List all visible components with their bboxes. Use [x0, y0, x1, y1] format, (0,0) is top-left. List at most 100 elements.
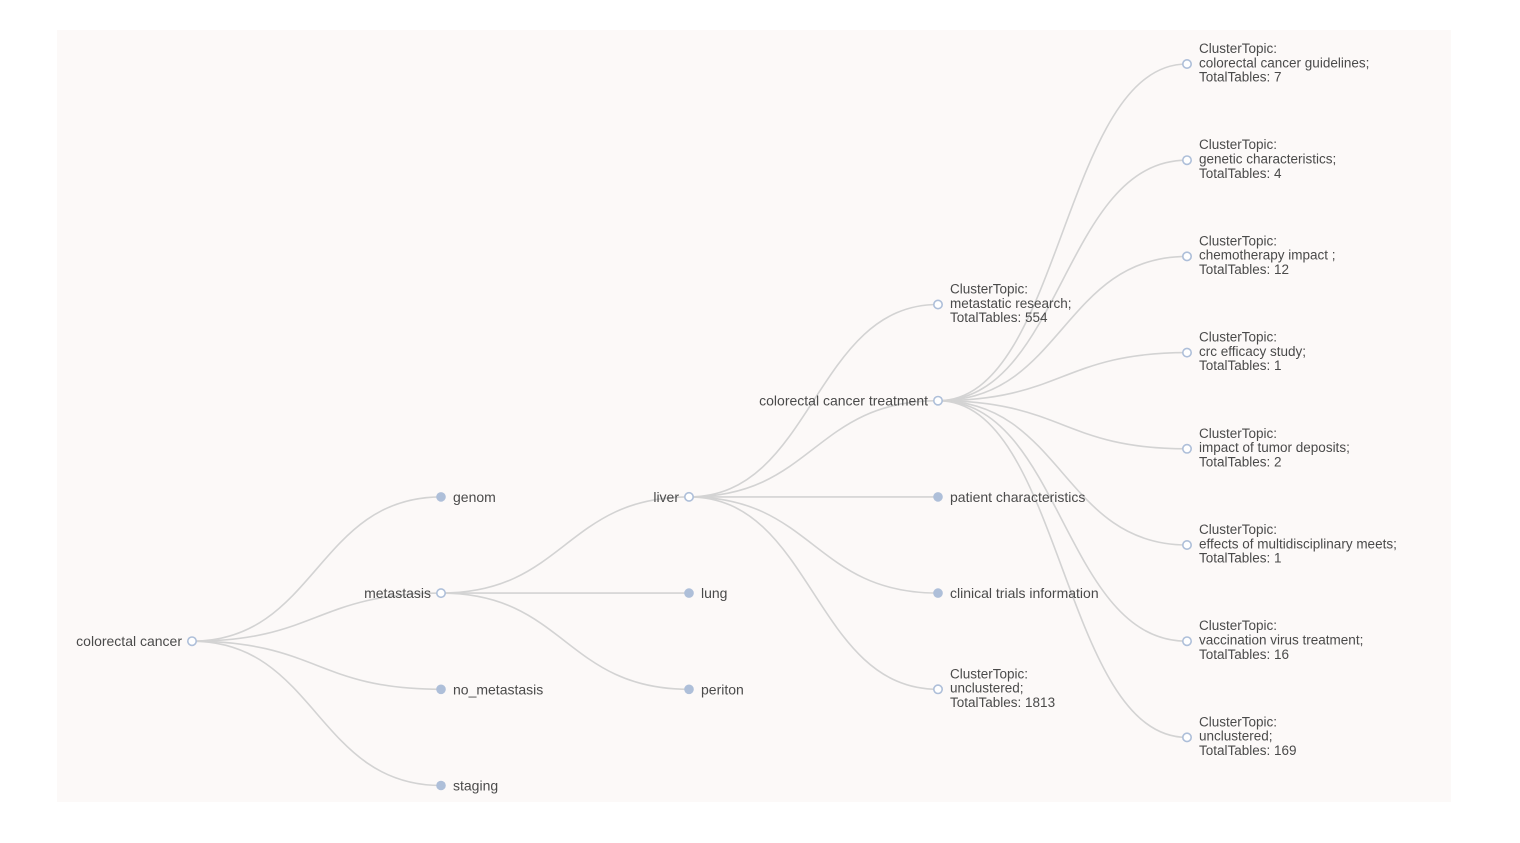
node-expanded-marker[interactable]	[435, 588, 446, 599]
node-label-line: ClusterTopic:	[1199, 618, 1277, 633]
tree-link	[191, 496, 442, 642]
node-label-line: ClusterTopic:	[1199, 522, 1277, 537]
node-label-line: TotalTables: 1	[1199, 551, 1282, 566]
tree-node[interactable]: ClusterTopic:unclustered;TotalTables: 18…	[932, 666, 1055, 710]
node-expanded-marker[interactable]	[1182, 539, 1193, 550]
node-label-line: TotalTables: 16	[1199, 647, 1289, 662]
tree-node[interactable]: clinical trials information	[933, 585, 1099, 601]
tree-node[interactable]: periton	[684, 681, 744, 697]
node-collapsed-marker[interactable]	[436, 684, 446, 695]
node-collapsed-marker[interactable]	[436, 492, 446, 502]
node-label-line: chemotherapy impact ;	[1199, 248, 1336, 263]
node-expanded-marker[interactable]	[932, 684, 943, 695]
tree-node[interactable]: colorectal cancer treatment	[759, 393, 943, 409]
tree-node[interactable]: colorectal cancer	[76, 633, 198, 649]
node-expanded-marker[interactable]	[1182, 347, 1193, 358]
node-label-line: ClusterTopic:	[1199, 137, 1277, 152]
node-collapsed-marker[interactable]	[684, 588, 694, 598]
tree-node[interactable]: ClusterTopic:genetic characteristics;Tot…	[1182, 137, 1337, 181]
tree-node[interactable]: ClusterTopic:impact of tumor deposits;To…	[1182, 426, 1350, 470]
tree-link	[937, 399, 1188, 450]
node-expanded-marker[interactable]	[683, 491, 694, 502]
node-label-line: ClusterTopic:	[1199, 233, 1277, 248]
node-label: lung	[701, 585, 727, 601]
node-expanded-marker[interactable]	[932, 395, 943, 406]
node-label-line: crc efficacy study;	[1199, 344, 1306, 359]
node-label-line: ClusterTopic:	[950, 282, 1028, 297]
node-expanded-marker[interactable]	[1182, 155, 1193, 166]
tree-node[interactable]: genom	[436, 489, 496, 505]
tree-link	[688, 399, 939, 498]
node-label-line: colorectal cancer guidelines;	[1199, 55, 1369, 70]
tree-link	[937, 399, 1188, 739]
node-label: patient characteristics	[950, 489, 1085, 505]
node-label-line: TotalTables: 1813	[950, 695, 1055, 710]
node-label-line: unclustered;	[950, 681, 1024, 696]
node-label: genom	[453, 489, 496, 505]
node-expanded-marker[interactable]	[1182, 732, 1193, 743]
node-expanded-marker[interactable]	[932, 299, 943, 310]
tree-link	[937, 351, 1188, 402]
node-collapsed-marker[interactable]	[436, 780, 446, 791]
tree-link	[191, 640, 442, 787]
tree-panel	[57, 30, 1451, 802]
node-collapsed-marker[interactable]	[933, 588, 943, 598]
node-label: colorectal cancer treatment	[759, 393, 928, 409]
tree-link	[937, 159, 1188, 402]
links	[191, 63, 1188, 787]
node-expanded-marker[interactable]	[187, 636, 198, 647]
node-label-line: impact of tumor deposits;	[1199, 440, 1350, 455]
node-label-line: TotalTables: 2	[1199, 454, 1282, 469]
tree-node[interactable]: no_metastasis	[436, 681, 543, 697]
tree-link	[937, 255, 1188, 402]
tree-node[interactable]: patient characteristics	[933, 489, 1085, 505]
tree-link	[688, 496, 939, 594]
node-label-line: metastatic research;	[950, 296, 1072, 311]
tree-node[interactable]: ClusterTopic:unclustered;TotalTables: 16…	[1182, 714, 1297, 758]
node-label-line: unclustered;	[1199, 729, 1273, 744]
tree-link	[937, 63, 1188, 402]
node-expanded-marker[interactable]	[1182, 636, 1193, 647]
node-label-line: TotalTables: 1	[1199, 358, 1282, 373]
tree-node[interactable]: ClusterTopic:colorectal cancer guideline…	[1182, 41, 1370, 85]
tree-node[interactable]: ClusterTopic:metastatic research;TotalTa…	[932, 282, 1072, 326]
tree-link	[937, 399, 1188, 642]
node-expanded-marker[interactable]	[1182, 251, 1193, 262]
node-label-line: TotalTables: 7	[1199, 70, 1282, 85]
node-label-line: ClusterTopic:	[1199, 330, 1277, 345]
tree-node[interactable]: ClusterTopic:vaccination virus treatment…	[1182, 618, 1364, 662]
node-label-line: TotalTables: 12	[1199, 262, 1289, 277]
node-expanded-marker[interactable]	[1182, 58, 1193, 69]
tree-link	[688, 303, 939, 498]
node-label-line: TotalTables: 169	[1199, 743, 1297, 758]
node-label: periton	[701, 681, 744, 697]
tree-node[interactable]: staging	[436, 778, 498, 794]
node-label-line: TotalTables: 554	[950, 310, 1048, 325]
tree-link	[688, 496, 939, 691]
node-label: colorectal cancer	[76, 633, 182, 649]
node-label: liver	[653, 489, 679, 505]
tree-node[interactable]: liver	[653, 489, 694, 505]
node-label-line: genetic characteristics;	[1199, 152, 1336, 167]
node-collapsed-marker[interactable]	[684, 684, 694, 695]
tree-link	[440, 496, 690, 594]
tree-node[interactable]: lung	[684, 585, 727, 601]
node-label: metastasis	[364, 585, 431, 601]
tree-link	[440, 592, 690, 691]
node-collapsed-marker[interactable]	[933, 492, 943, 502]
node-label-line: TotalTables: 4	[1199, 166, 1282, 181]
tree-node[interactable]: ClusterTopic:effects of multidisciplinar…	[1182, 522, 1397, 566]
node-expanded-marker[interactable]	[1182, 443, 1193, 454]
node-label-line: ClusterTopic:	[1199, 714, 1277, 729]
tree-node[interactable]: ClusterTopic:crc efficacy study;TotalTab…	[1182, 330, 1306, 374]
node-label-line: ClusterTopic:	[1199, 426, 1277, 441]
node-label: clinical trials information	[950, 585, 1099, 601]
tree-node[interactable]: metastasis	[364, 585, 446, 601]
tree-link	[191, 592, 442, 642]
tree-node[interactable]: ClusterTopic:chemotherapy impact ;TotalT…	[1182, 233, 1336, 277]
node-label-line: effects of multidisciplinary meets;	[1199, 536, 1397, 551]
node-label: staging	[453, 778, 498, 794]
node-label-line: ClusterTopic:	[1199, 41, 1277, 56]
tree-link	[937, 399, 1188, 546]
